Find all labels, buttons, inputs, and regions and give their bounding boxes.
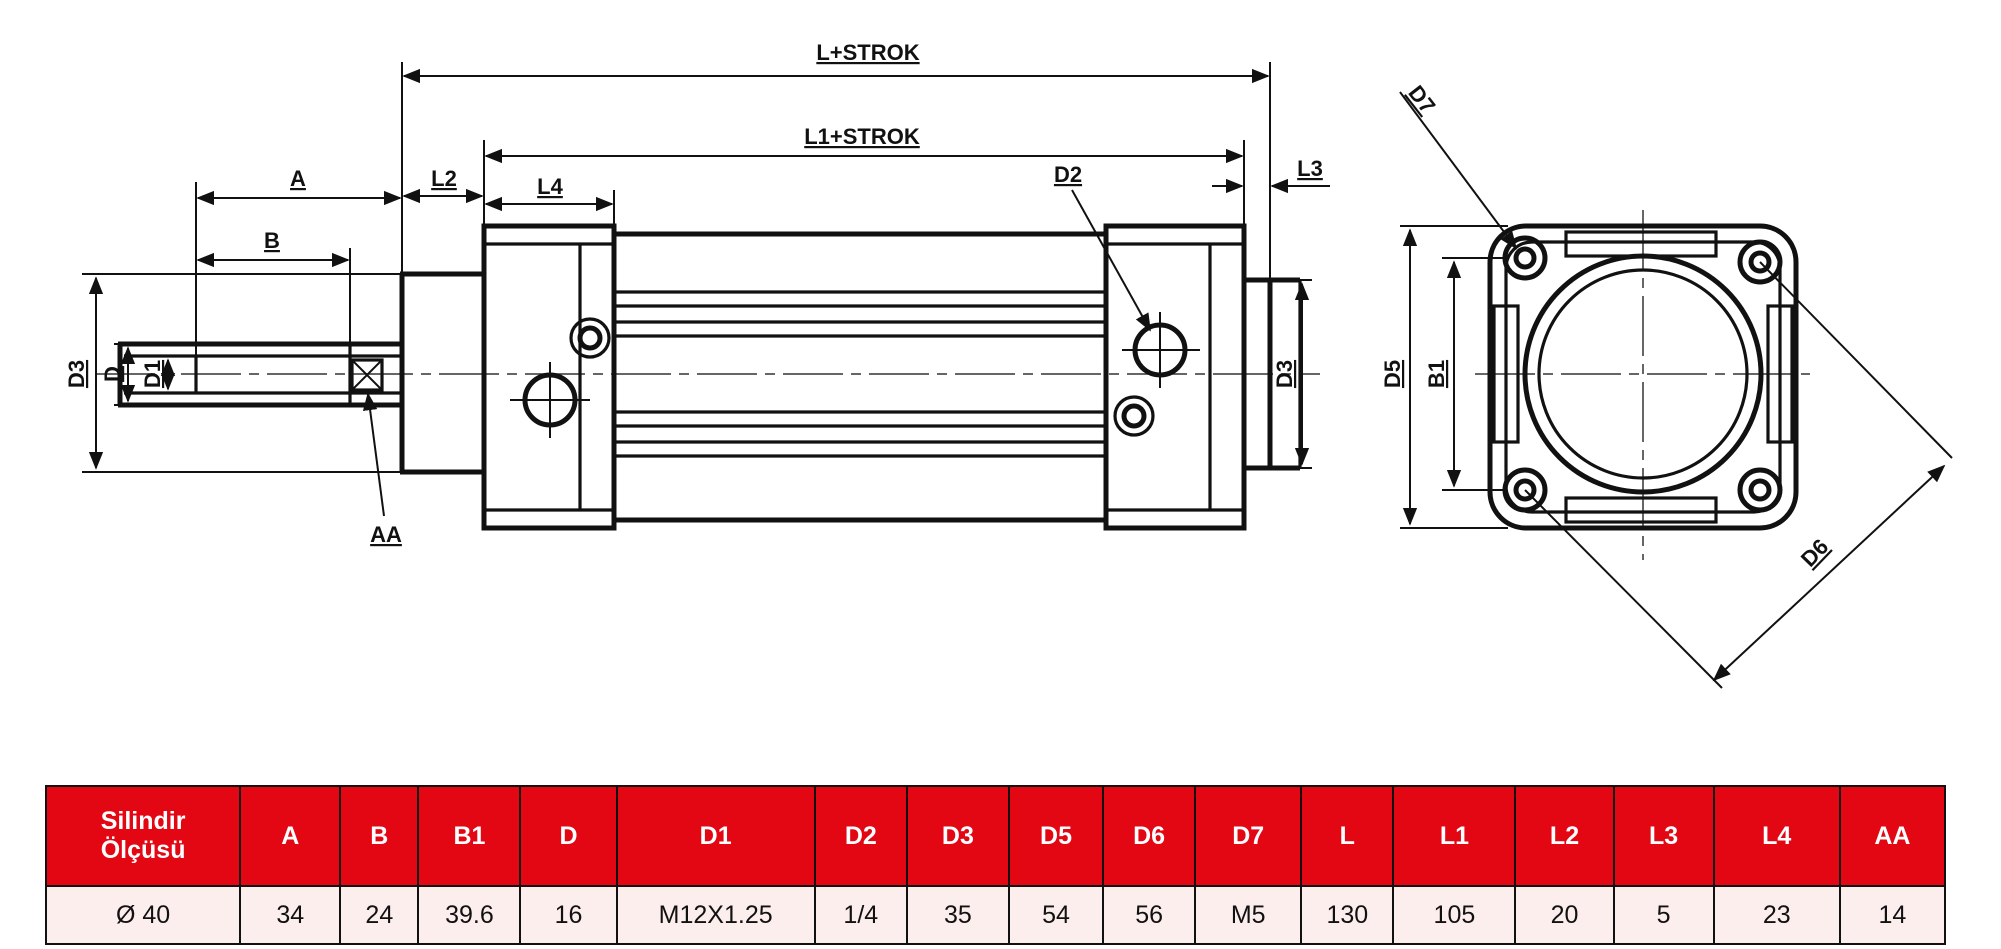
cell-d7: M5 xyxy=(1194,885,1303,945)
cell-silindir-olcusu: Ø 40 xyxy=(44,885,242,945)
dim-d: D xyxy=(100,343,136,406)
cell-d2: 1/4 xyxy=(813,885,908,945)
dim-l4: L4 xyxy=(484,174,615,234)
rod-bushing xyxy=(399,271,484,475)
dim-l2: L2 xyxy=(402,166,484,204)
cell-d1: M12X1.25 xyxy=(615,885,816,945)
piston-rod xyxy=(117,341,400,408)
air-port-left xyxy=(510,362,590,438)
bore-circle xyxy=(1522,253,1764,495)
label-d5: D5 xyxy=(1380,360,1405,388)
cell-d6: 56 xyxy=(1102,885,1197,945)
header-aa: AA xyxy=(1838,785,1947,887)
table-row: Ø 40 34 24 39.6 16 M12X1.25 1/4 35 54 56… xyxy=(44,885,1947,945)
label-d1: D1 xyxy=(140,360,165,388)
label-b: B xyxy=(264,228,280,253)
label-aa: AA xyxy=(370,522,402,547)
cell-l1: 105 xyxy=(1392,885,1517,945)
cell-d: 16 xyxy=(519,885,618,945)
label-d3-right: D3 xyxy=(1272,360,1297,388)
header-b: B xyxy=(339,785,420,887)
dimension-table: Silindir Ölçüsü A B B1 D D1 D2 D3 D5 D6 … xyxy=(44,785,1947,945)
cell-l4: 23 xyxy=(1712,885,1841,945)
leader-d2: D2 xyxy=(1054,162,1151,332)
cell-b1: 39.6 xyxy=(417,885,522,945)
header-d3: D3 xyxy=(905,785,1010,887)
dim-d3-left: D3 xyxy=(64,273,400,473)
screw-right xyxy=(1113,395,1155,437)
cell-l: 130 xyxy=(1300,885,1395,945)
dim-l3: L3 xyxy=(1212,156,1330,194)
label-d3-left: D3 xyxy=(64,360,89,388)
dim-l-strok: L+STROK xyxy=(401,40,1271,468)
label-l4: L4 xyxy=(537,174,563,199)
label-b1: B1 xyxy=(1424,360,1449,388)
cylinder-barrel xyxy=(614,231,1106,523)
left-end-cap xyxy=(481,223,617,531)
header-l1: L1 xyxy=(1392,785,1517,887)
cell-l2: 20 xyxy=(1514,885,1615,945)
end-view: D7 D5 B1 D6 xyxy=(1380,81,1953,689)
header-d: D xyxy=(519,785,618,887)
dim-d1: D1 xyxy=(140,358,176,391)
cell-d5: 54 xyxy=(1007,885,1105,945)
label-a: A xyxy=(290,166,306,191)
leader-d7: D7 xyxy=(1399,81,1518,250)
header-d7: D7 xyxy=(1194,785,1303,887)
header-d6: D6 xyxy=(1102,785,1197,887)
label-d6: D6 xyxy=(1796,534,1834,572)
header-b1: B1 xyxy=(417,785,522,887)
dim-d5: D5 xyxy=(1380,225,1508,529)
label-l1-strok: L1+STROK xyxy=(804,124,920,149)
air-port-right xyxy=(1122,312,1200,388)
header-d2: D2 xyxy=(813,785,908,887)
label-d2: D2 xyxy=(1054,162,1082,187)
cylinder-technical-drawing: L+STROK L1+STROK A B L2 xyxy=(64,40,1953,689)
dim-b: B xyxy=(196,228,351,344)
label-l3: L3 xyxy=(1297,156,1323,181)
label-l2: L2 xyxy=(431,166,457,191)
header-d5: D5 xyxy=(1007,785,1105,887)
header-silindir-olcusu: Silindir Ölçüsü xyxy=(44,785,242,887)
cell-aa: 14 xyxy=(1838,885,1947,945)
label-d: D xyxy=(100,366,125,382)
header-l4: L4 xyxy=(1712,785,1841,887)
right-end-cap xyxy=(1103,223,1247,531)
cell-a: 34 xyxy=(239,885,342,945)
screw-left xyxy=(569,317,611,359)
label-d7: D7 xyxy=(1403,81,1440,119)
header-l3: L3 xyxy=(1612,785,1715,887)
header-l2: L2 xyxy=(1514,785,1615,887)
cell-l3: 5 xyxy=(1612,885,1715,945)
header-a: A xyxy=(239,785,342,887)
table-header-row: Silindir Ölçüsü A B B1 D D1 D2 D3 D5 D6 … xyxy=(44,785,1947,887)
leader-aa: AA xyxy=(362,392,402,547)
dim-d6: D6 xyxy=(1524,261,1953,689)
cell-b: 24 xyxy=(339,885,420,945)
header-l: L xyxy=(1300,785,1395,887)
label-l-strok: L+STROK xyxy=(816,40,919,65)
dim-b1: B1 xyxy=(1424,257,1505,491)
cell-d3: 35 xyxy=(905,885,1010,945)
dim-a: A xyxy=(195,166,402,356)
header-d1: D1 xyxy=(615,785,816,887)
dim-l1-strok: L1+STROK xyxy=(483,124,1245,226)
side-view: L+STROK L1+STROK A B L2 xyxy=(64,40,1330,547)
dim-d3-right: D3 xyxy=(1272,279,1312,469)
